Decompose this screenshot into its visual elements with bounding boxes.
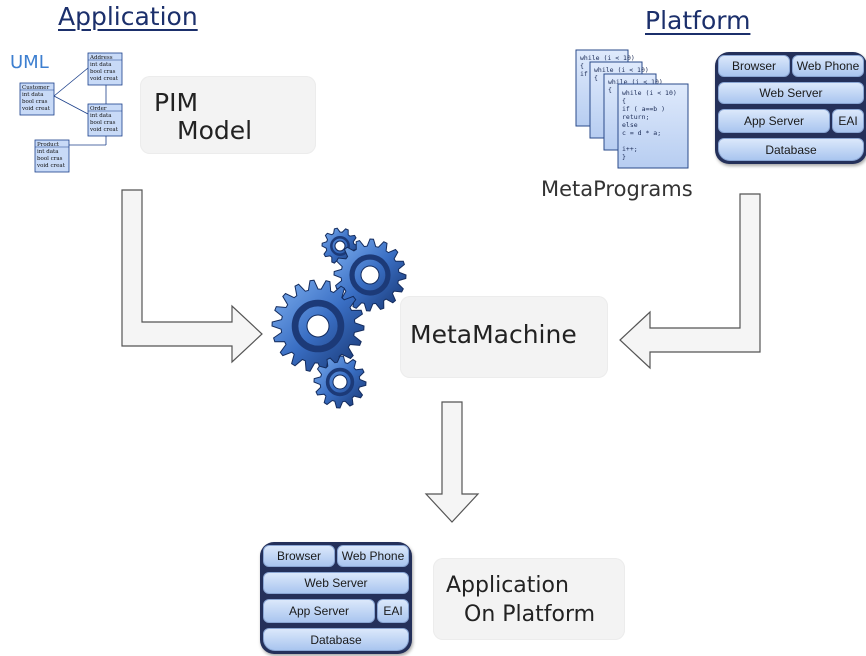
web-phone-cell: Web Phone (337, 545, 409, 567)
svg-text:{: { (580, 62, 584, 70)
platform-stack: Browser Web Phone Web Server App Server … (715, 52, 866, 164)
pim-label: PIM (154, 88, 199, 117)
pim-model-box: PIM Model (140, 76, 316, 154)
output-platform-stack: Browser Web Phone Web Server App Server … (260, 542, 412, 654)
app-server-cell: App Server (718, 109, 830, 133)
svg-text:if: if (580, 70, 588, 78)
app-server-cell: App Server (263, 599, 375, 623)
web-server-cell: Web Server (718, 82, 864, 104)
eai-cell: EAI (377, 599, 409, 623)
eai-cell: EAI (832, 109, 864, 133)
uml-class-customer: Customer (22, 85, 50, 91)
svg-text:{: { (608, 86, 612, 94)
code-line: c = d * a; (622, 129, 661, 137)
svg-text:int data: int data (37, 149, 59, 155)
web-server-cell: Web Server (263, 572, 409, 594)
svg-text:while (i < 10): while (i < 10) (608, 78, 663, 86)
database-cell: Database (718, 138, 864, 161)
application-on-platform-box: Application On Platform (433, 558, 625, 640)
uml-class-order: Order (90, 106, 107, 112)
svg-text:void creat: void creat (21, 106, 51, 112)
left-arrow (619, 193, 761, 370)
svg-text:void creat: void creat (89, 127, 119, 133)
svg-text:int data: int data (90, 62, 112, 68)
code-line: else (622, 121, 638, 129)
code-line: return; (622, 113, 649, 121)
svg-text:void creat: void creat (36, 163, 66, 169)
svg-text:int data: int data (90, 113, 112, 119)
svg-text:bool cras: bool cras (90, 69, 116, 75)
application-heading: Application (58, 2, 198, 31)
model-label: Model (177, 116, 253, 145)
svg-text:while (i < 10): while (i < 10) (580, 54, 635, 62)
application-label: Application (446, 573, 569, 598)
platform-heading: Platform (645, 6, 751, 35)
svg-text:bool cras: bool cras (37, 156, 63, 162)
code-line: i++; (622, 145, 638, 153)
code-line: while (i < 10) (622, 89, 677, 97)
svg-text:bool cras: bool cras (22, 99, 48, 105)
metamachine-box: MetaMachine (400, 296, 608, 378)
code-line: { (622, 97, 626, 105)
uml-label: UML (10, 52, 49, 73)
svg-text:{: { (594, 74, 598, 82)
metamachine-label: MetaMachine (410, 320, 577, 349)
browser-cell: Browser (263, 545, 335, 567)
svg-text:while (i < 10): while (i < 10) (594, 66, 649, 74)
code-line: if ( a==b ) (622, 105, 665, 113)
browser-cell: Browser (718, 55, 790, 77)
metaprogram-pages: while (i < 10){ if while (i < 10){ while… (575, 49, 689, 169)
code-line: } (622, 153, 626, 161)
uml-class-address: Address (89, 55, 113, 61)
gears-icon (271, 227, 407, 409)
down-arrow (424, 401, 480, 523)
database-cell: Database (263, 628, 409, 651)
metaprograms-label: MetaPrograms (541, 177, 693, 201)
web-phone-cell: Web Phone (792, 55, 864, 77)
svg-text:bool cras: bool cras (90, 120, 116, 126)
svg-text:void creat: void creat (89, 76, 119, 82)
on-platform-label: On Platform (464, 602, 596, 627)
uml-class-product: Product (37, 142, 60, 148)
right-arrow (121, 189, 263, 364)
svg-text:int data: int data (22, 92, 44, 98)
